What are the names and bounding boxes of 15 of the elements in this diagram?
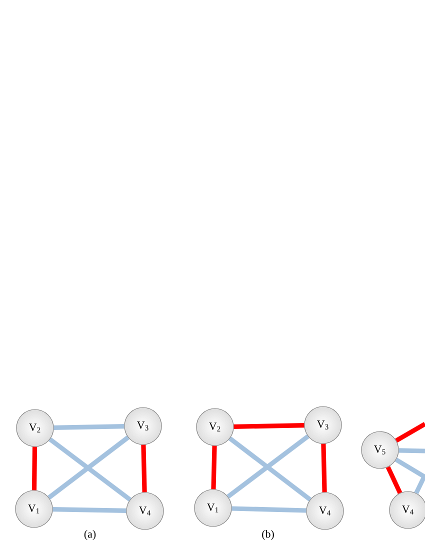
subfigure-label: (b) [262,530,274,540]
graph-edge [414,474,425,494]
graph-edge [32,446,38,490]
graph-edge [211,446,217,490]
graph-edge [394,458,425,479]
graph-edge [234,423,304,429]
graph-edge [52,507,126,513]
graph-edge [321,444,327,492]
graph-edge [232,506,306,513]
graph-edge [141,444,147,492]
graph-edge [386,466,402,494]
graph-edge [54,424,124,430]
subfigure-label: (a) [84,530,96,540]
graph-edge [398,448,425,454]
graph-edge [395,422,425,443]
